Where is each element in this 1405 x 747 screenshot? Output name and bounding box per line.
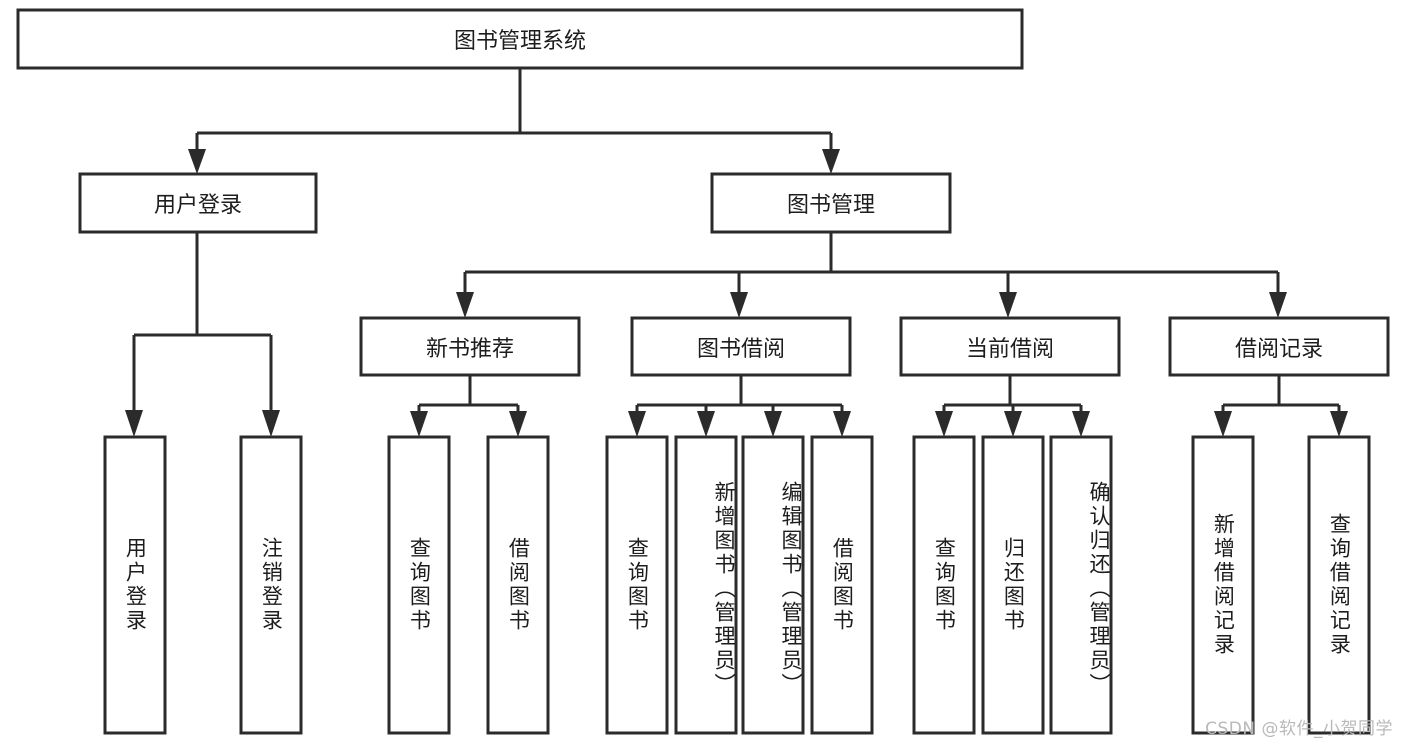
node-box-leaf-query-record[interactable] (1307, 435, 1371, 735)
arrow-nbr-leaf-2 (509, 411, 527, 437)
arrow-user-login-leaf-2 (262, 410, 280, 437)
node-box-book-manage[interactable] (710, 172, 952, 234)
arrow-level3-borrow-record (1269, 292, 1287, 318)
node-box-layer (16, 8, 1390, 735)
arrow-cb-leaf-3 (1072, 411, 1090, 437)
connector-layer (125, 68, 1348, 437)
arrow-nbr-leaf-1 (410, 411, 428, 437)
arrow-br-leaf-1 (1214, 411, 1232, 437)
arrow-user-login-leaf-1 (125, 410, 143, 437)
node-box-leaf-query-book-1[interactable] (387, 435, 451, 735)
node-box-leaf-confirm-return[interactable] (1049, 435, 1113, 735)
node-box-leaf-query-book-2[interactable] (605, 435, 669, 735)
node-box-leaf-edit-book[interactable] (741, 435, 805, 735)
arrow-bb-leaf-2 (697, 411, 715, 437)
node-box-root[interactable] (16, 8, 1024, 70)
arrow-level3-current-borrow (999, 292, 1017, 318)
node-box-borrow-record[interactable] (1168, 316, 1390, 377)
node-box-leaf-user-logout[interactable] (239, 435, 303, 735)
node-box-book-borrow[interactable] (630, 316, 852, 377)
arrow-br-leaf-2 (1330, 411, 1348, 437)
arrow-root-to-book-manage (822, 149, 840, 174)
node-box-new-book-recommend[interactable] (359, 316, 581, 377)
arrow-level3-book-borrow (730, 292, 748, 318)
node-box-leaf-borrow-book-2[interactable] (810, 435, 874, 735)
node-box-leaf-borrow-book-1[interactable] (486, 435, 550, 735)
arrow-level3-new-book-recommend (456, 292, 474, 318)
node-box-leaf-add-record[interactable] (1191, 435, 1255, 735)
arrow-cb-leaf-2 (1004, 411, 1022, 437)
arrow-bb-leaf-1 (628, 411, 646, 437)
arrow-bb-leaf-4 (833, 411, 851, 437)
node-box-leaf-user-login[interactable] (103, 435, 167, 735)
arrow-bb-leaf-3 (764, 411, 782, 437)
node-box-leaf-return-book[interactable] (981, 435, 1045, 735)
arrow-root-to-user-login (188, 149, 206, 174)
arrow-cb-leaf-1 (935, 411, 953, 437)
node-box-leaf-query-book-3[interactable] (912, 435, 976, 735)
node-box-leaf-add-book[interactable] (674, 435, 738, 735)
node-box-user-login[interactable] (78, 172, 318, 234)
node-box-current-borrow[interactable] (899, 316, 1121, 377)
